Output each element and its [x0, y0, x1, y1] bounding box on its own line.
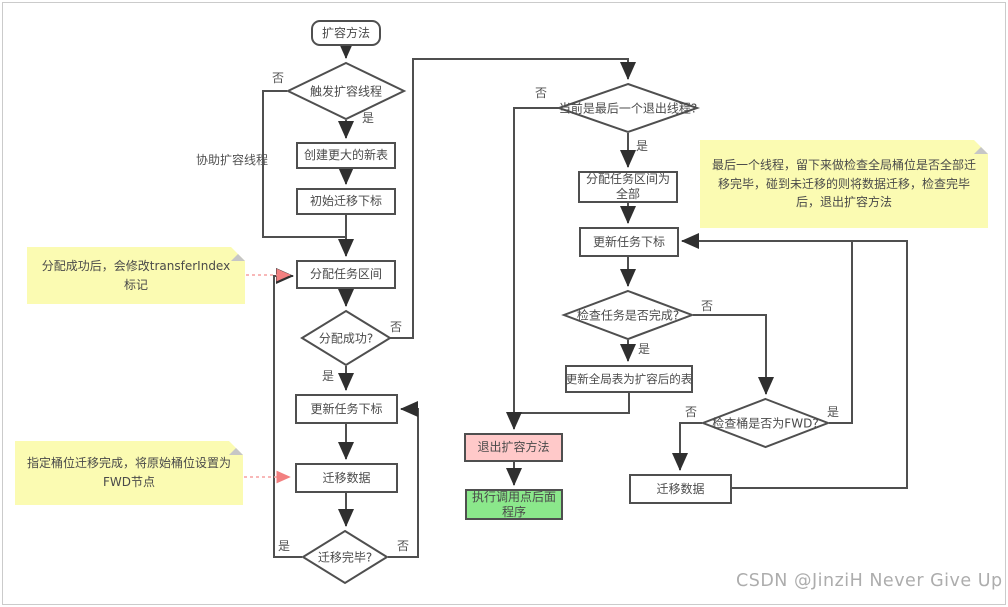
- edge-label-task-no: 否: [701, 299, 714, 313]
- decision-label: 分配成功?: [318, 331, 374, 346]
- label-assist-thread: 协助扩容线程: [196, 153, 269, 167]
- edge-label-task-yes: 是: [638, 342, 651, 356]
- decision-last-exit-thread: 当前是最后一个退出线程?: [558, 83, 698, 133]
- node-assign-interval: 分配任务区间: [296, 260, 396, 289]
- note-text: 最后一个线程，留下来做检查全局桶位是否全部迁移完毕，碰到未迁移的则将数据迁移，检…: [711, 158, 976, 210]
- decision-label: 检查桶是否为FWD?: [712, 416, 819, 431]
- edge-globaltable-to-exitjoin: [514, 393, 630, 414]
- edge-trigger-no-assist: [262, 90, 346, 238]
- csdn-watermark: CSDN @JinziH Never Give Up: [736, 571, 1003, 591]
- node-continue-program: 执行调用点后面程序: [465, 489, 563, 520]
- edge-label-assign-yes: 是: [322, 369, 335, 383]
- node-assign-all-interval: 分配任务区间为全部: [578, 171, 678, 203]
- node-start: 扩容方法: [311, 20, 381, 46]
- edge-label-trigger-no: 否: [272, 71, 285, 85]
- edge-label-trigger-yes: 是: [362, 111, 375, 125]
- edge-label-last-yes: 是: [636, 139, 649, 153]
- edge-label-last-no: 否: [535, 86, 548, 100]
- decision-label: 检查任务是否完成?: [576, 308, 680, 323]
- node-update-task-index-2: 更新任务下标: [579, 227, 679, 257]
- edge-label-assign-no: 否: [390, 320, 403, 334]
- node-migrate-data: 迁移数据: [295, 463, 398, 493]
- node-migrate-data-2: 迁移数据: [629, 474, 732, 504]
- node-exit-method: 退出扩容方法: [464, 433, 563, 462]
- decision-label: 触发扩容线程: [309, 84, 383, 99]
- note-fwd-node: 指定桶位迁移完成，将原始桶位设置为FWD节点: [15, 441, 243, 505]
- decision-check-bucket-fwd: 检查桶是否为FWD?: [702, 398, 829, 448]
- node-update-global-table: 更新全局表为扩容后的表: [565, 365, 693, 393]
- edge-label-fwd-no: 否: [685, 405, 698, 419]
- decision-assign-success: 分配成功?: [301, 310, 391, 366]
- node-create-table: 创建更大的新表: [296, 142, 396, 169]
- decision-label: 迁移完毕?: [317, 550, 373, 565]
- note-text: 指定桶位迁移完成，将原始桶位设置为FWD节点: [26, 456, 231, 489]
- edge-label-done-no: 否: [397, 539, 410, 553]
- note-transfer-index: 分配成功后，会修改transferIndex标记: [27, 247, 245, 304]
- decision-label: 当前是最后一个退出线程?: [558, 101, 698, 116]
- decision-trigger-expand-thread: 触发扩容线程: [287, 62, 405, 120]
- node-update-task-index: 更新任务下标: [295, 394, 398, 424]
- note-last-thread: 最后一个线程，留下来做检查全局桶位是否全部迁移完毕，碰到未迁移的则将数据迁移，检…: [700, 140, 988, 228]
- edge-done-no-loop: [388, 401, 419, 558]
- edge-taskdone-no-checkfwd: [693, 314, 774, 395]
- node-init-migrate-index: 初始迁移下标: [296, 188, 396, 215]
- decision-migrate-done: 迁移完毕?: [302, 530, 388, 584]
- edge-migrate2-loop-update2: [681, 233, 908, 489]
- note-text: 分配成功后，会修改transferIndex标记: [41, 258, 231, 292]
- decision-task-complete: 检查任务是否完成?: [563, 290, 693, 340]
- edge-checkfwd-no-migrate2: [672, 422, 702, 471]
- edge-label-fwd-yes: 是: [827, 405, 840, 419]
- edge-checkfwd-yes-loop: [829, 241, 853, 424]
- edge-label-done-yes: 是: [278, 539, 291, 553]
- edge-lastthread-no-exit: [506, 107, 561, 430]
- edge-assignok-no-lastthread: [390, 58, 636, 339]
